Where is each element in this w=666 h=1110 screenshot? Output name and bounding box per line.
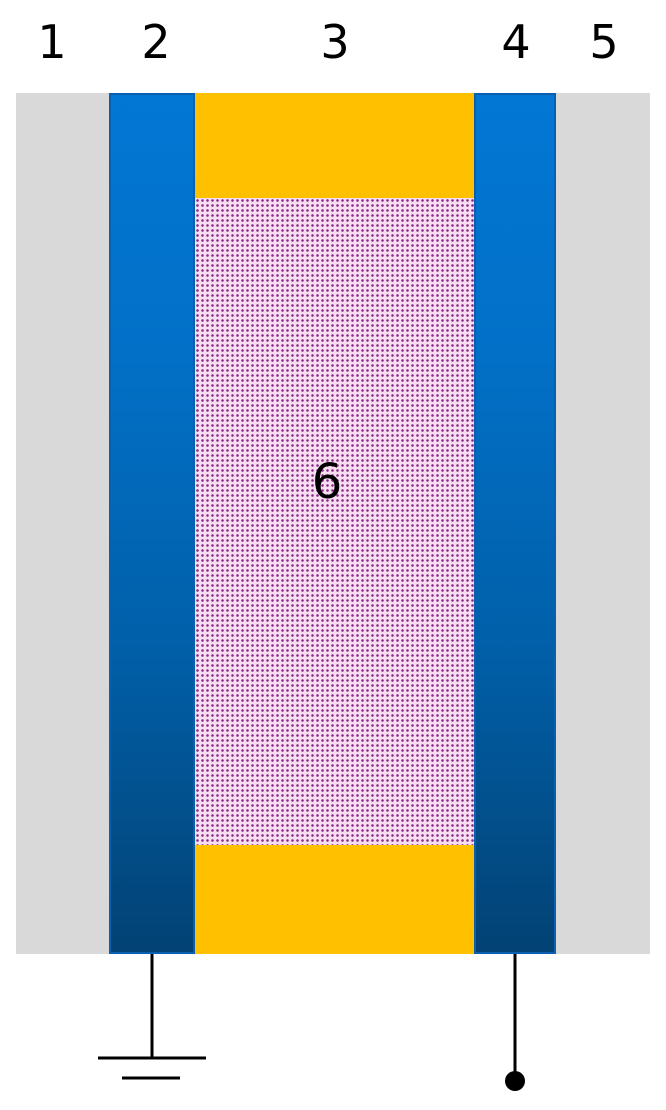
label-layer-5: 5 (589, 15, 619, 69)
electrode-left (109, 93, 195, 954)
terminal-dot-icon (505, 1071, 525, 1091)
label-layer-4: 4 (501, 15, 531, 69)
active-layer (195, 198, 474, 845)
spacer-bottom (195, 845, 474, 954)
label-layer-6: 6 (311, 454, 343, 510)
ground-symbol-icon (98, 1056, 206, 1080)
label-layer-2: 2 (141, 15, 171, 69)
spacer-top (195, 93, 474, 198)
label-layer-3: 3 (320, 15, 350, 69)
electrode-right (474, 93, 556, 954)
label-layer-1: 1 (37, 15, 67, 69)
outer-layer-left (16, 93, 112, 954)
outer-layer-right (554, 93, 650, 954)
